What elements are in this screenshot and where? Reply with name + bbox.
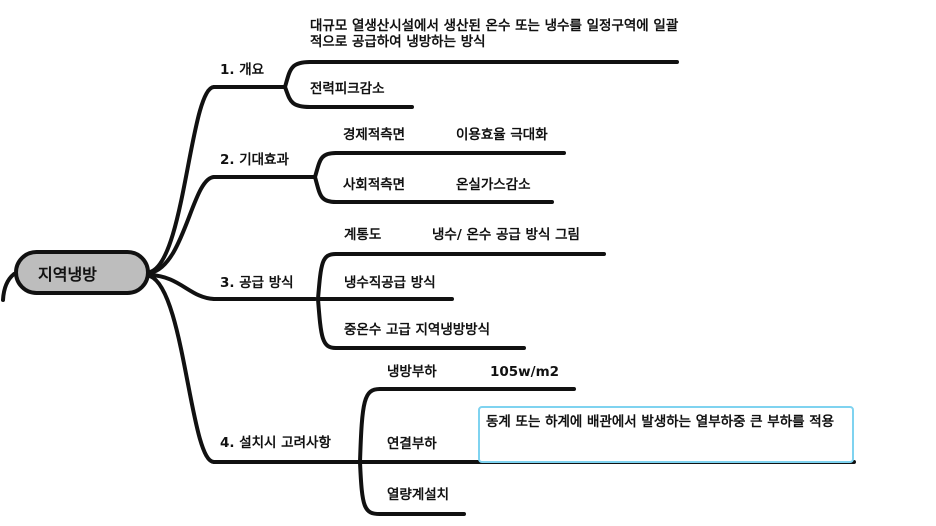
b3-child-2-label[interactable]: 냉수직공급 방식 xyxy=(344,275,436,291)
branch-1-label[interactable]: 1. 개요 xyxy=(220,62,265,78)
branch-2-label[interactable]: 2. 기대효과 xyxy=(220,152,289,168)
connector-b2-c2 xyxy=(313,175,338,204)
connector-root-left xyxy=(1,272,16,302)
highlight-box xyxy=(478,406,854,463)
b4-child-3-label[interactable]: 열량계설치 xyxy=(387,487,450,503)
b2-child-2-label[interactable]: 사회적측면 xyxy=(343,177,406,193)
connector-root-b1 xyxy=(148,85,216,274)
connector-b4-c1 xyxy=(358,387,382,464)
b4-child-1-label[interactable]: 냉방부하 xyxy=(387,364,437,380)
b4-child-2-label[interactable]: 연결부하 xyxy=(387,436,437,452)
b1-child-2-label[interactable]: 전력피크감소 xyxy=(310,81,385,97)
b2-child-1-sub-label[interactable]: 이용효율 극대화 xyxy=(456,127,548,143)
connector-root-b4 xyxy=(148,274,216,464)
connector-root-b3 xyxy=(148,273,216,301)
connector-b2-c1 xyxy=(313,151,338,179)
root-node[interactable]: 지역냉방 xyxy=(14,250,150,295)
b2-child-1-label[interactable]: 경제적측면 xyxy=(343,127,406,143)
b3-child-1-sub-label[interactable]: 냉수/ 온수 공급 방식 그림 xyxy=(432,227,580,243)
connector-b3-c3 xyxy=(316,297,338,350)
b3-child-3-label[interactable]: 중온수 고급 지역냉방방식 xyxy=(344,322,491,338)
connector-b1-c1 xyxy=(283,60,312,89)
b1-child-1-label[interactable]: 대규모 열생산시설에서 생산된 온수 또는 냉수를 일정구역에 일괄적으로 공급… xyxy=(310,18,679,50)
connector-b3-c1 xyxy=(316,252,338,301)
b4-child-2-sub-label[interactable]: 동계 또는 하계에 배관에서 발생하는 열부하중 큰 부하를 적용 xyxy=(486,414,835,430)
b2-child-2-sub-label[interactable]: 온실가스감소 xyxy=(456,177,531,193)
branch-3-label[interactable]: 3. 공급 방식 xyxy=(220,275,294,291)
connector-root-b2 xyxy=(148,175,216,275)
branch-4-label[interactable]: 4. 설치시 고려사항 xyxy=(220,435,331,451)
connector-b1-c2 xyxy=(283,85,312,109)
b3-child-1-label[interactable]: 계통도 xyxy=(344,227,382,243)
connector-b4-c3 xyxy=(358,460,382,516)
b4-child-1-sub-label[interactable]: 105w/m2 xyxy=(490,364,560,380)
root-label: 지역냉방 xyxy=(38,264,97,284)
